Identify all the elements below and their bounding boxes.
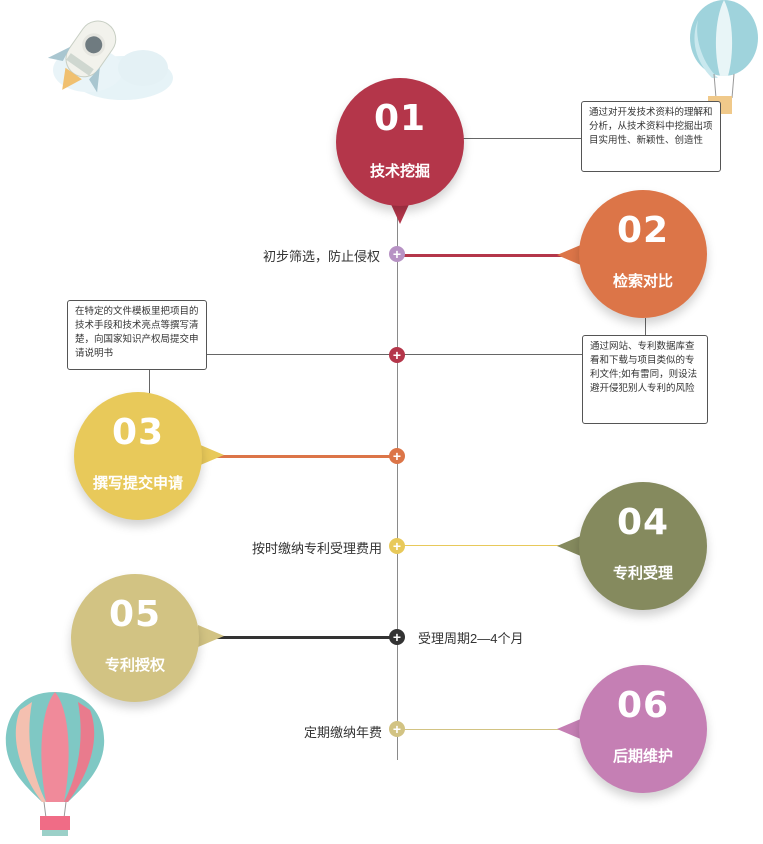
step-03-circle: 03 撰写提交申请 — [74, 392, 202, 520]
note-line-02-drop — [645, 318, 646, 336]
node-3: + — [389, 448, 405, 464]
note-line-01 — [463, 138, 581, 139]
pointer-01 — [389, 200, 411, 224]
node-4: + — [389, 538, 405, 554]
step-01-number: 01 — [373, 98, 427, 139]
step-06-number: 06 — [616, 685, 670, 726]
annotation-fee: 按时缴纳专利受理费用 — [251, 541, 382, 556]
annotation-cycle: 受理周期2—4个月 — [418, 631, 524, 646]
node-1: + — [389, 246, 405, 262]
step-02-title: 检索对比 — [612, 273, 673, 290]
annotation-annual: 定期缴纳年费 — [303, 725, 382, 740]
step-02-number: 02 — [616, 210, 670, 251]
step-05-title: 专利授权 — [104, 657, 165, 674]
pointer-05 — [198, 625, 224, 647]
step-05-circle: 05 专利授权 — [71, 574, 199, 702]
note-01: 通过对开发技术资料的理解和分析，从技术资料中挖掘出项目实用性、新颖性、创造性 — [581, 101, 721, 172]
hot-air-balloon-top-icon — [690, 0, 758, 114]
node-2: + — [389, 347, 405, 363]
step-03-title: 撰写提交申请 — [92, 475, 183, 492]
note-03: 在特定的文件模板里把项目的技术手段和技术亮点等撰写清楚，向国家知识产权局提交申请… — [67, 300, 207, 370]
pointer-03 — [198, 444, 224, 466]
step-06-circle: 06 后期维护 — [579, 665, 707, 793]
step-04-number: 04 — [616, 502, 670, 543]
step-01-circle: 01 技术挖掘 — [336, 78, 464, 206]
step-06-title: 后期维护 — [612, 748, 673, 765]
timeline-spine — [397, 200, 398, 760]
hot-air-balloon-bottom-icon — [5, 692, 105, 836]
connector-04 — [397, 545, 577, 546]
step-03-number: 03 — [111, 412, 165, 453]
note-02: 通过网站、专利数据库查看和下载与项目类似的专利文件;如有雷同，则设法避开侵犯别人… — [582, 335, 708, 424]
pointer-02 — [557, 244, 583, 266]
step-02-circle: 02 检索对比 — [579, 190, 707, 318]
note-line-03-drop — [149, 368, 150, 398]
pointer-06 — [557, 718, 583, 740]
node-6: + — [389, 721, 405, 737]
connector-02 — [397, 254, 577, 257]
rocket-illustration — [47, 20, 173, 100]
pointer-04 — [557, 535, 583, 557]
connector-06 — [397, 729, 577, 730]
step-01-title: 技术挖掘 — [369, 163, 430, 180]
step-04-title: 专利受理 — [612, 565, 673, 582]
connector-05 — [216, 636, 398, 639]
node-5: + — [389, 629, 405, 645]
step-04-circle: 04 专利受理 — [579, 482, 707, 610]
step-05-number: 05 — [108, 594, 162, 635]
annotation-screening: 初步筛选，防止侵权 — [262, 249, 380, 264]
connector-03 — [216, 455, 398, 458]
